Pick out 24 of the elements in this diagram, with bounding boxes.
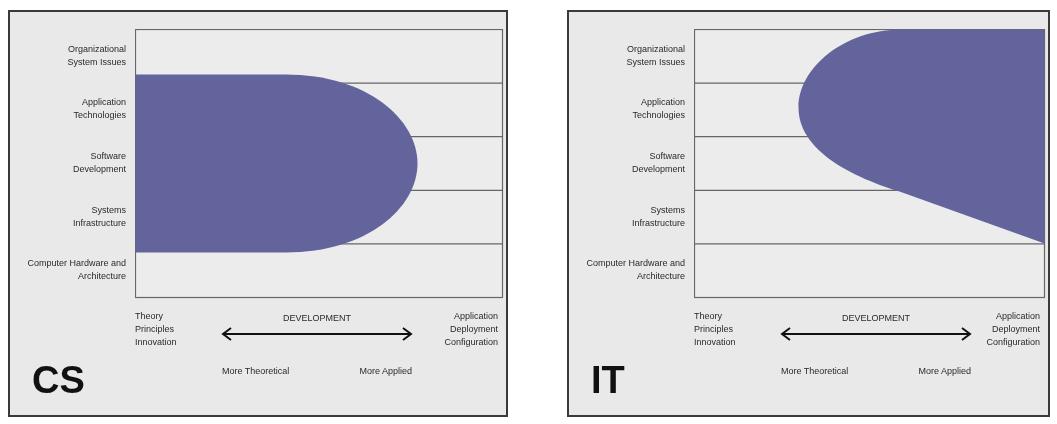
panel-title: CS	[32, 358, 85, 402]
axis-end-label: Theory Principles Innovation	[135, 310, 178, 349]
row-label: Computer Hardware and Architecture	[26, 257, 126, 284]
axis-label: More Applied	[358, 365, 412, 378]
row-label: Systems Infrastructure	[71, 203, 126, 230]
row-label: Application Technologies	[631, 96, 685, 123]
axis-title: DEVELOPMENT	[841, 312, 911, 325]
row-label: Application Technologies	[72, 96, 126, 123]
row-label: Software Development	[630, 150, 685, 176]
row-label: Organizational System Issues	[66, 42, 126, 69]
panel-title: IT	[591, 358, 625, 402]
axis-end-label: Application Deployment Configuration	[985, 310, 1040, 349]
row-label: Organizational System Issues	[625, 42, 685, 69]
row-label: Software Development	[71, 150, 126, 176]
axis-label: More Theoretical	[781, 365, 849, 378]
axis-end-label: Theory Principles Innovation	[694, 310, 737, 349]
axis-label: More Applied	[917, 365, 971, 378]
diagram-panel	[567, 10, 1050, 417]
row-label: Computer Hardware and Architecture	[585, 257, 685, 284]
diagram-panel	[8, 10, 508, 417]
row-label: Systems Infrastructure	[630, 203, 685, 230]
axis-label: More Theoretical	[222, 365, 290, 378]
axis-end-label: Application Deployment Configuration	[443, 310, 498, 349]
axis-title: DEVELOPMENT	[282, 312, 352, 325]
